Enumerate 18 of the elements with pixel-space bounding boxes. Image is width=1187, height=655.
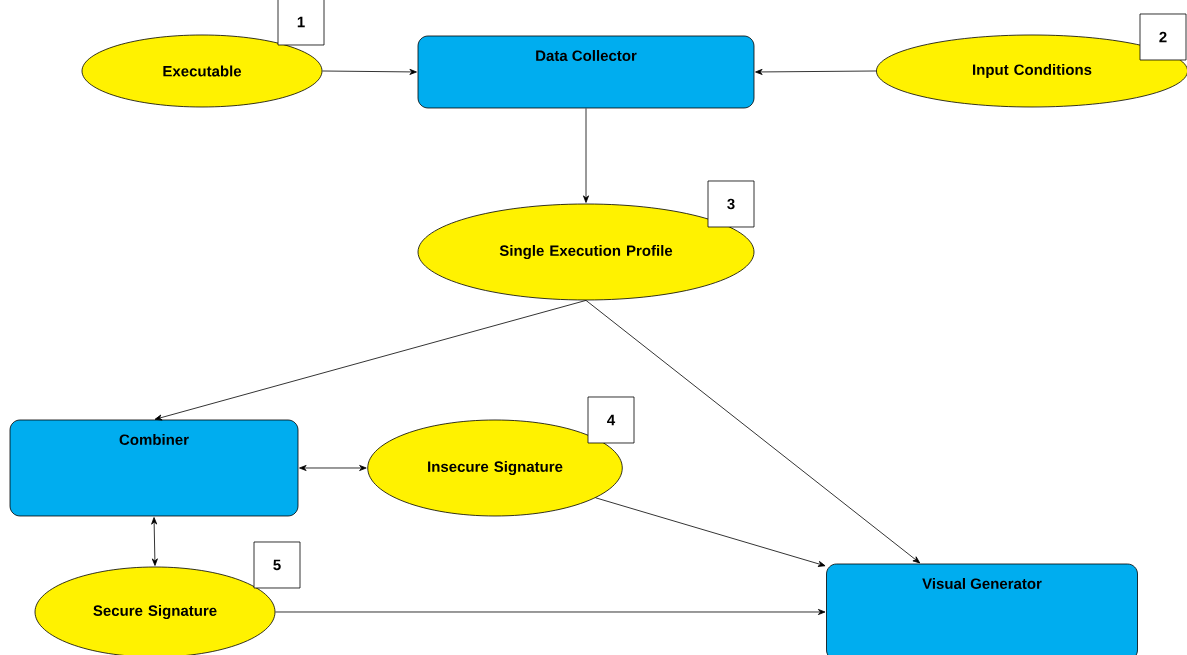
arrow (299, 465, 367, 471)
callout-number: 3 (707, 180, 755, 228)
arrow (583, 108, 589, 203)
ellipse-node: Executable (81, 34, 323, 108)
arrow (585, 300, 921, 564)
arrow (151, 517, 158, 566)
callout-number: 2 (1139, 13, 1187, 61)
callout-number: 4 (587, 396, 635, 444)
arrow (275, 609, 826, 615)
callout-number: 5 (253, 541, 301, 589)
arrow (154, 300, 587, 421)
callout-number: 1 (277, 0, 325, 46)
process-box: Visual Generator (826, 563, 1138, 655)
process-box: Data Collector (417, 35, 755, 109)
arrow (322, 68, 417, 75)
process-box: Combiner (9, 419, 299, 517)
arrow (755, 68, 877, 75)
arrow (595, 497, 826, 567)
